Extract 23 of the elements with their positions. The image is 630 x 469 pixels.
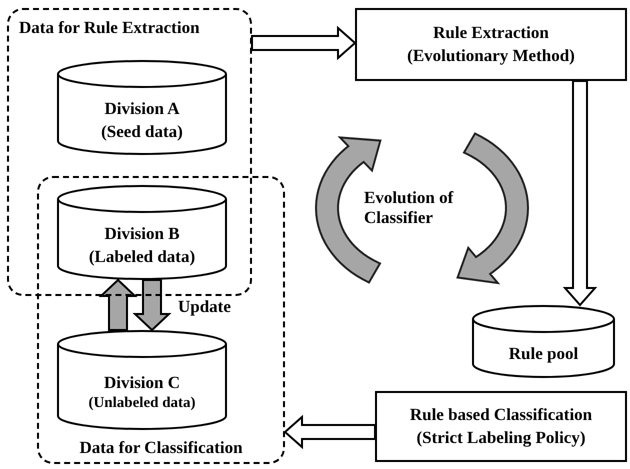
- group-title: Data for Classification: [78, 438, 244, 458]
- cylinder-sublabel: (Seed data): [101, 120, 183, 142]
- cylinder-sublabel: (Labeled data): [88, 246, 196, 268]
- block-arrow: [562, 80, 598, 307]
- group-title: Data for Rule Extraction: [19, 18, 200, 38]
- cylinder-label: Rule pool: [508, 343, 578, 366]
- block-arrow: [132, 279, 172, 332]
- edge-label: Update: [176, 297, 233, 317]
- cylinder-label: Division A: [104, 98, 180, 120]
- dashed-group-frame: [37, 176, 285, 464]
- block-arrow: [283, 414, 376, 450]
- cycle-label: Evolution of Classifier: [363, 188, 454, 228]
- box-title: Rule based Classification: [410, 404, 592, 426]
- cylinder-label: Division B: [104, 223, 180, 246]
- cylinder-sublabel: (Unlabeled data): [88, 394, 196, 414]
- box-subtitle: (Strict Labeling Policy): [416, 426, 586, 449]
- block-arrow: [251, 26, 357, 60]
- process-box: [355, 8, 627, 81]
- cylinder-label: Division C: [104, 372, 180, 394]
- block-arrow: [98, 278, 138, 331]
- box-title: Rule Extraction: [433, 22, 549, 44]
- process-box: [375, 391, 627, 462]
- box-subtitle: (Evolutionary Method): [407, 44, 575, 67]
